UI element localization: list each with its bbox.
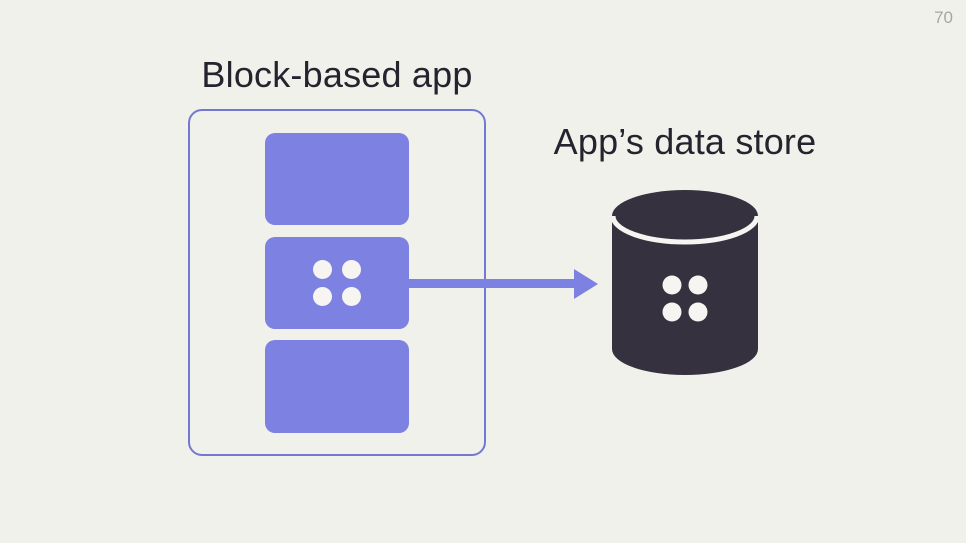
four-dots-icon bbox=[313, 260, 361, 306]
database-cylinder-icon bbox=[612, 190, 758, 375]
app-block-2 bbox=[265, 237, 409, 329]
block-based-app-container bbox=[188, 109, 486, 456]
right-arrow-head-icon bbox=[574, 269, 598, 299]
four-dots-icon bbox=[662, 275, 708, 322]
dot bbox=[342, 287, 361, 306]
app-block-1 bbox=[265, 133, 409, 225]
app-block-3 bbox=[265, 340, 409, 433]
page-number: 70 bbox=[934, 8, 953, 27]
dot bbox=[313, 287, 332, 306]
dot bbox=[313, 260, 332, 279]
dot bbox=[342, 260, 361, 279]
right-arrow-shaft bbox=[408, 279, 578, 288]
datastore-title: App’s data store bbox=[553, 121, 817, 162]
app-title: Block-based app bbox=[201, 54, 473, 95]
